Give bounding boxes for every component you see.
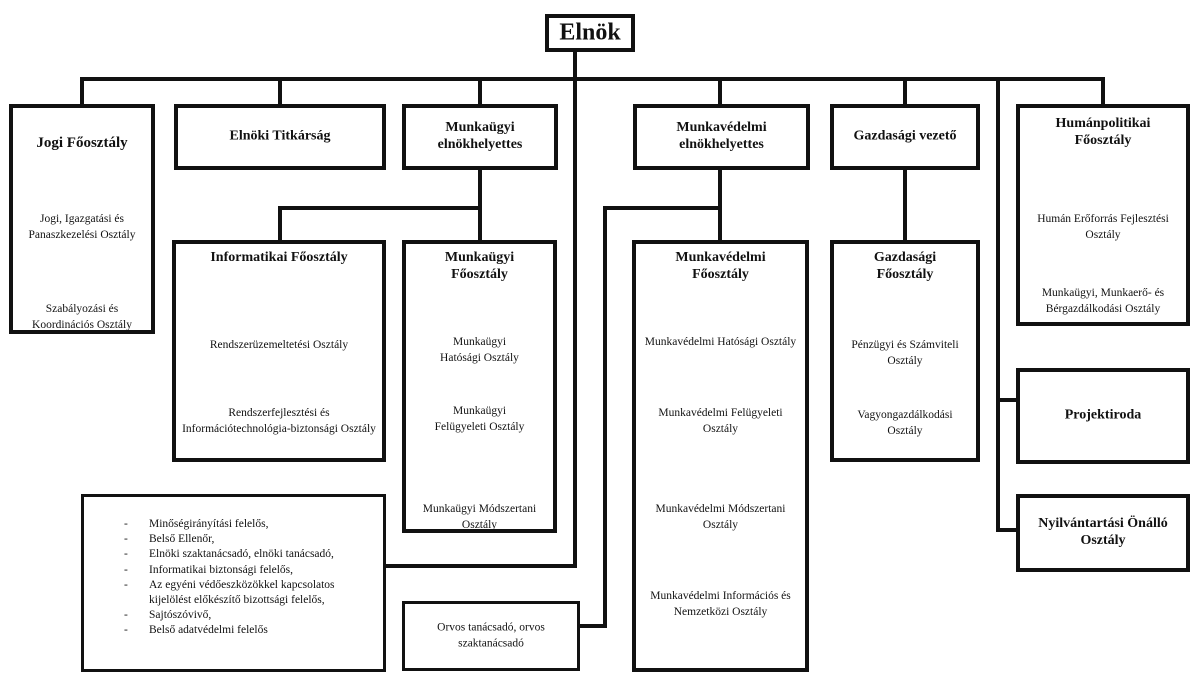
- roles-box: Minőségirányítási felelős, Belső Ellenőr…: [81, 494, 386, 672]
- jogi-osztaly-2: Szabályozási és Koordinációs Osztály: [32, 303, 132, 331]
- jogi-osztaly-1: Jogi, Igazgatási és Panaszkezelési Osztá…: [28, 213, 136, 241]
- gazdasagi-osztaly-1: Pénzügyi és Számviteli Osztály: [851, 339, 959, 367]
- orvos-tanacsado-box: Orvos tanácsadó, orvos szaktanácsadó: [402, 601, 580, 671]
- elnoki-titkarsag-title: Elnöki Titkárság: [229, 128, 331, 144]
- munkavedelmi-osztaly-1: Munkavédelmi Hatósági Osztály: [644, 336, 797, 348]
- informatikai-osztaly-2: Rendszerfejlesztési és Információtechnol…: [182, 407, 376, 435]
- role-item: Elnöki szaktanácsadó, elnöki tanácsadó,: [124, 547, 379, 562]
- munkavedelmi-elnokhelyettes-box: Munkavédelmi elnökhelyettes: [633, 104, 810, 170]
- role-item: Az egyéni védőeszközökkel kapcsolatos ki…: [124, 578, 379, 608]
- jogi-foosztaly-title: Jogi Főosztály: [36, 135, 128, 151]
- nyilvantartasi-osztaly-title: Nyilvántartási Önálló Osztály: [1038, 516, 1168, 548]
- munkavedelmi-osztaly-4: Munkavédelmi Információs és Nemzetközi O…: [650, 590, 791, 618]
- munkavedelmi-elnokhelyettes-title: Munkavédelmi elnökhelyettes: [676, 120, 767, 152]
- munkavedelmi-osztaly-3: Munkavédelmi Módszertani Osztály: [655, 503, 786, 531]
- munkaugyi-osztaly-1: Munkaügyi Hatósági Osztály: [440, 336, 519, 364]
- humanpolitikai-foosztaly-title: Humánpolitikai Főosztály: [1055, 116, 1151, 148]
- gazdasagi-foosztaly-title: Gazdasági Főosztály: [873, 250, 937, 282]
- projektiroda-title: Projektiroda: [1064, 407, 1142, 423]
- humanpolitikai-foosztaly-box: Humánpolitikai Főosztály Humán Erőforrás…: [1016, 104, 1190, 326]
- gazdasagi-osztaly-2: Vagyongazdálkodási Osztály: [857, 409, 953, 437]
- roles-list: Minőségirányítási felelős, Belső Ellenőr…: [124, 517, 379, 639]
- elnoki-titkarsag-box: Elnöki Titkárság: [174, 104, 386, 170]
- informatikai-osztaly-1: Rendszerüzemeltetési Osztály: [209, 339, 349, 351]
- role-item: Informatikai biztonsági felelős,: [124, 563, 379, 578]
- humanpolitikai-osztaly-2: Munkaügyi, Munkaerő- és Bérgazdálkodási …: [1041, 287, 1165, 315]
- munkaugyi-osztaly-2: Munkaügyi Felügyeleti Osztály: [434, 405, 525, 433]
- gazdasagi-vezeto-title: Gazdasági vezető: [853, 128, 957, 144]
- nyilvantartasi-osztaly-box: Nyilvántartási Önálló Osztály: [1016, 494, 1190, 572]
- role-item: Belső Ellenőr,: [124, 532, 379, 547]
- humanpolitikai-osztaly-1: Humán Erőforrás Fejlesztési Osztály: [1037, 213, 1169, 241]
- munkaugyi-osztaly-3: Munkaügyi Módszertani Osztály: [422, 503, 537, 531]
- gazdasagi-foosztaly-box: Gazdasági Főosztály Pénzügyi és Számvite…: [830, 240, 980, 462]
- munkavedelmi-foosztaly-title: Munkavédelmi Főosztály: [675, 250, 766, 282]
- president-title: Elnök: [559, 19, 621, 46]
- president-box: Elnök: [545, 14, 635, 52]
- informatikai-foosztaly-box: Informatikai Főosztály Rendszerüzemeltet…: [172, 240, 386, 462]
- munkaugyi-elnokhelyettes-title: Munkaügyi elnökhelyettes: [437, 120, 523, 152]
- role-item: Belső adatvédelmi felelős: [124, 623, 379, 638]
- gazdasagi-vezeto-box: Gazdasági vezető: [830, 104, 980, 170]
- munkaugyi-elnokhelyettes-box: Munkaügyi elnökhelyettes: [402, 104, 558, 170]
- role-item: Sajtószóvivő,: [124, 608, 379, 623]
- orvos-tanacsado-label: Orvos tanácsadó, orvos szaktanácsadó: [437, 621, 545, 649]
- role-item: Minőségirányítási felelős,: [124, 517, 379, 532]
- munkaugyi-foosztaly-box: Munkaügyi Főosztály Munkaügyi Hatósági O…: [402, 240, 557, 533]
- jogi-foosztaly-box: Jogi Főosztály Jogi, Igazgatási és Panas…: [9, 104, 155, 334]
- informatikai-foosztaly-title: Informatikai Főosztály: [210, 250, 348, 265]
- munkavedelmi-foosztaly-box: Munkavédelmi Főosztály Munkavédelmi Ható…: [632, 240, 809, 672]
- projektiroda-box: Projektiroda: [1016, 368, 1190, 464]
- munkaugyi-foosztaly-title: Munkaügyi Főosztály: [444, 250, 515, 282]
- munkavedelmi-osztaly-2: Munkavédelmi Felügyeleti Osztály: [658, 407, 783, 435]
